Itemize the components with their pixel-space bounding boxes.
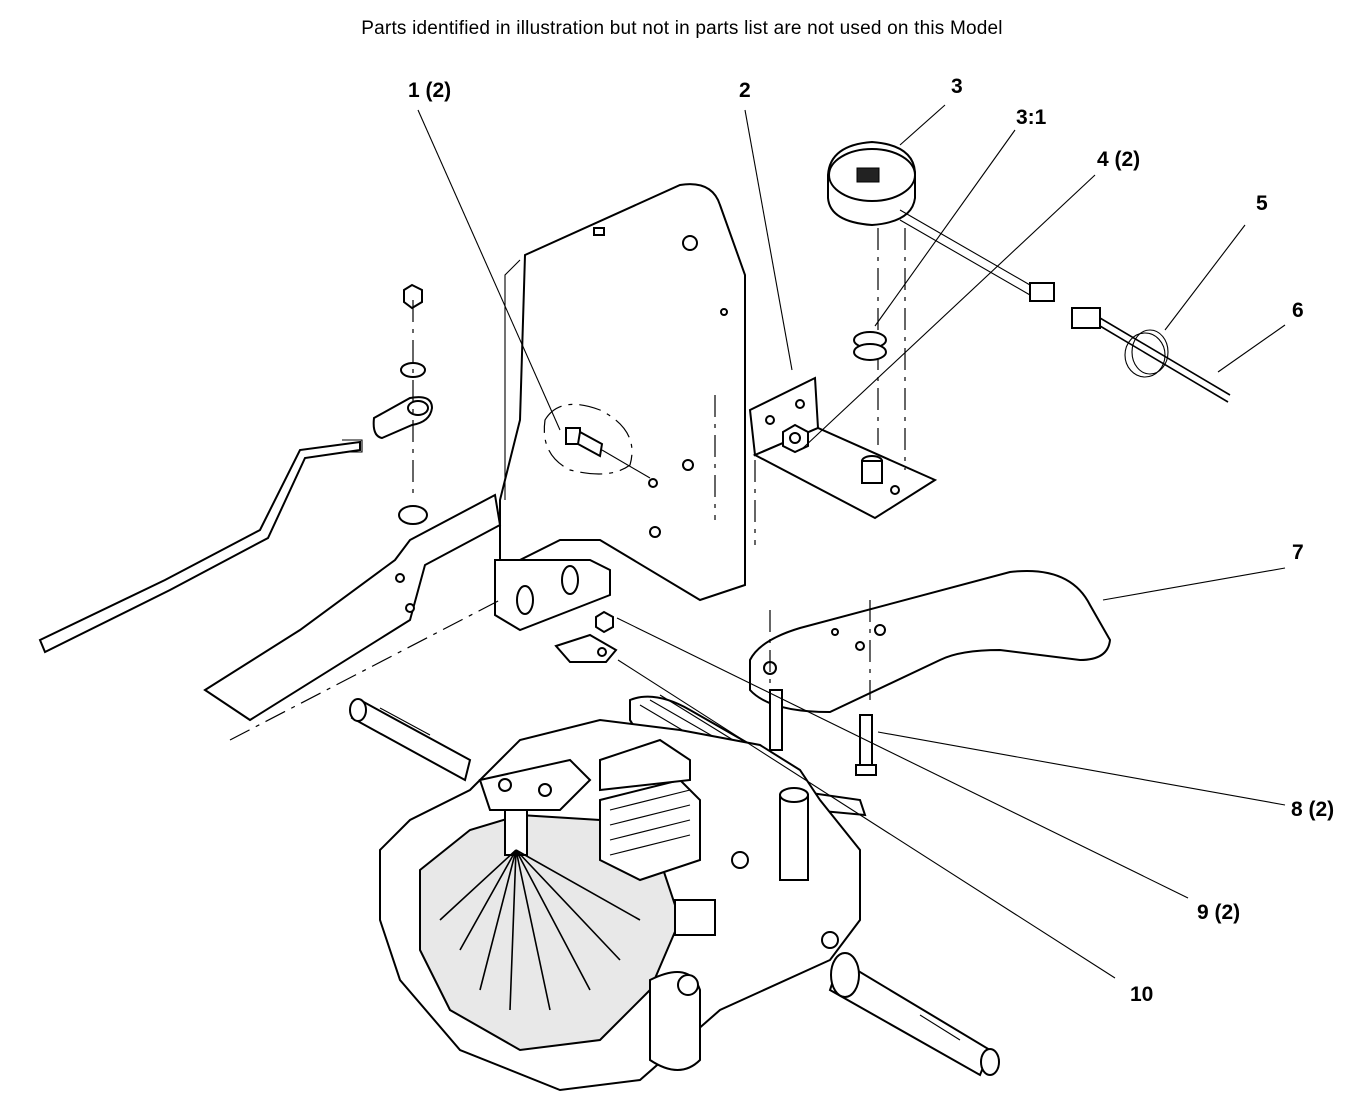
callout-7: 7 bbox=[1292, 541, 1304, 564]
callout-6: 6 bbox=[1292, 299, 1304, 322]
switch-3 bbox=[827, 140, 1055, 470]
callout-3-1: 3:1 bbox=[1016, 106, 1047, 129]
bracket-2 bbox=[714, 376, 938, 545]
control-rod bbox=[38, 439, 363, 654]
bolt-1 bbox=[543, 403, 651, 479]
callout-8: 8 (2) bbox=[1291, 798, 1334, 821]
callout-2: 2 bbox=[739, 79, 751, 102]
spring-3-1 bbox=[853, 331, 887, 484]
nut-4 bbox=[782, 423, 809, 454]
callout-3: 3 bbox=[951, 75, 963, 98]
left-axle bbox=[349, 698, 472, 782]
bolt-8 bbox=[769, 689, 877, 776]
callout-1: 1 (2) bbox=[408, 79, 451, 102]
leader-lines bbox=[417, 104, 1286, 979]
nut-9 bbox=[554, 610, 618, 663]
right-axle bbox=[828, 952, 1000, 1077]
callout-labels: 1 (2) 2 3 3:1 4 (2) 5 6 7 8 (2) 9 (2) 10 bbox=[408, 75, 1334, 1006]
rod-end bbox=[372, 283, 434, 525]
mounting-plate bbox=[494, 183, 746, 632]
transmission bbox=[379, 718, 861, 1092]
callout-9: 9 (2) bbox=[1197, 901, 1240, 924]
frame-plate bbox=[203, 493, 502, 741]
callout-5: 5 bbox=[1256, 192, 1268, 215]
diagram-note: Parts identified in illustration but not… bbox=[361, 18, 1003, 39]
pedal-bracket-7 bbox=[749, 570, 1112, 714]
harness-5 bbox=[1071, 307, 1231, 403]
callout-10: 10 bbox=[1130, 983, 1153, 1006]
callout-4: 4 (2) bbox=[1097, 148, 1140, 171]
